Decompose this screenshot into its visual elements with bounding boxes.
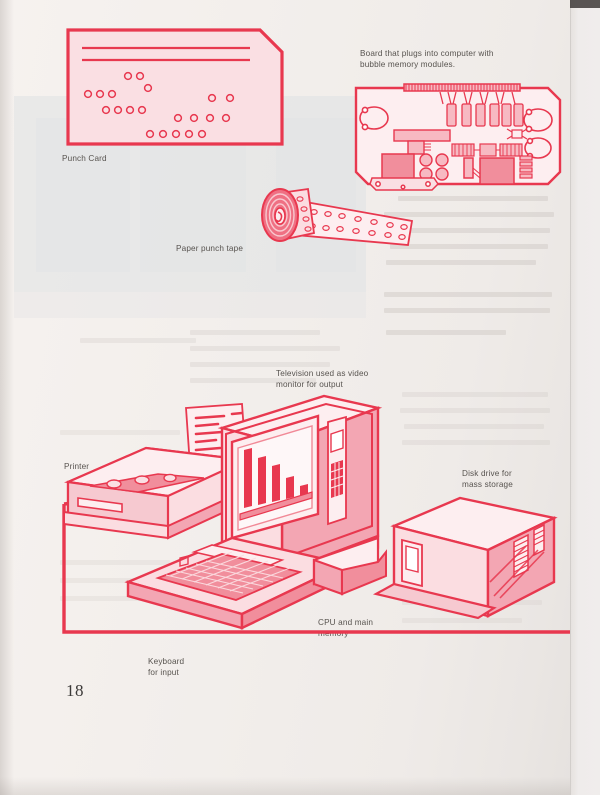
punch-card-illustration: [60, 22, 290, 152]
bubble-memory-board-illustration: [352, 80, 564, 192]
caption-television: Television used as video monitor for out…: [276, 369, 369, 390]
page-number: 18: [66, 681, 84, 700]
left-page-shadow: [0, 0, 14, 795]
caption-keyboard: Keyboard for input: [148, 657, 185, 678]
paper-punch-tape-illustration: [261, 183, 422, 255]
television-monitor-graphic: [217, 394, 383, 586]
monitor-keypad: [330, 460, 344, 498]
cpu-graphic: [312, 536, 387, 596]
microcomputer-system-illustration: [46, 386, 592, 648]
screen-bar-chart: [239, 448, 313, 521]
disk-drive-graphic: [372, 496, 558, 620]
caption-printer: Printer: [64, 462, 90, 471]
caption-disk-drive: Disk drive for mass storage: [462, 469, 513, 490]
caption-cpu: CPU and main memory: [318, 618, 374, 639]
scan-top-edge: [570, 0, 600, 8]
caption-punch-card: Punch Card: [62, 154, 107, 163]
bottom-page-shadow: [0, 777, 600, 795]
printer-graphic: [63, 403, 250, 540]
caption-punch-tape: Paper punch tape: [176, 244, 244, 253]
caption-memory-board: Board that plugs into computer with bubb…: [360, 49, 494, 70]
page-gutter-edge: [570, 0, 600, 795]
